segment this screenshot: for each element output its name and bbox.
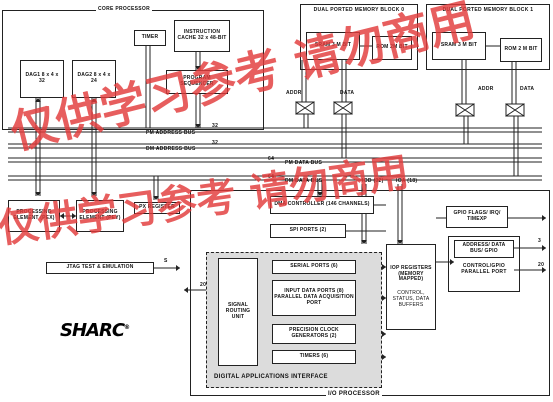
dm-data-bus-label: DM DATA BUS xyxy=(285,178,323,184)
core-processor-title: CORE PROCESSOR xyxy=(96,6,152,12)
ctrl-out-arrow xyxy=(542,267,546,273)
sram-block-0: SRAM 3 M BIT xyxy=(306,32,360,60)
iod-arrow xyxy=(361,240,367,244)
dag1-block: DAG1 8 x 4 x 32 xyxy=(20,60,64,98)
px-register: PX REGISTER xyxy=(134,202,180,214)
iod-bus-label: IOD (32) xyxy=(362,178,384,184)
px-arrow xyxy=(153,196,159,200)
bus-width-32b: 32 xyxy=(212,140,219,146)
mem1-addr-mux xyxy=(455,103,475,117)
dai-iop-arrow-0 xyxy=(382,264,386,270)
memory-block-0-title: DUAL PORTED MEMORY BLOCK 0 xyxy=(313,7,405,13)
rom-block-0: ROM 2M BIT xyxy=(372,36,412,60)
dag2-arrow xyxy=(91,98,97,102)
bus-width-64b: 64 xyxy=(268,174,275,180)
mem1-data-mux-frame xyxy=(505,103,525,117)
dai-title: DIGITAL APPLICATIONS INTERFACE xyxy=(214,374,328,380)
processing-element-x: PROCESSING ELEMENT (PEX) xyxy=(8,200,60,232)
registered-mark: ® xyxy=(124,324,130,331)
iop-registers: IOP REGISTERS (MEMORY MAPPED) CONTROL, S… xyxy=(386,244,436,330)
dai-width-label: 20 xyxy=(200,282,207,288)
rom-block-1: ROM 2 M BIT xyxy=(500,38,542,62)
jtag-block: JTAG TEST & EMULATION xyxy=(46,262,154,274)
addr-width-label: 3 xyxy=(538,238,542,244)
iop-registers-label: IOP REGISTERS (MEMORY MAPPED) CONTROL, S… xyxy=(390,264,432,308)
sram-block-1: SRAM 3 M BIT xyxy=(432,32,486,60)
dm-address-bus-label: DM ADDRESS BUS xyxy=(146,146,196,152)
mem0-data-mux-frame xyxy=(333,101,353,115)
dma-controller: DMA CONTROLLER (146 CHANNELS) xyxy=(270,196,374,214)
spi-ports: SPI PORTS (2) xyxy=(270,224,346,238)
mem0-data-label: DATA xyxy=(340,90,355,96)
memory-block-1-title: DUAL PORTED MEMORY BLOCK 1 xyxy=(442,7,534,13)
address-data-bus-block: ADDRESS/ DATA BUS/ GPIO xyxy=(454,240,514,258)
dma-arrow xyxy=(317,192,323,196)
mem0-addr-label: ADDR xyxy=(286,90,302,96)
bus-width-64a: 64 xyxy=(268,156,275,162)
pe-y-arrow xyxy=(91,192,97,196)
bus-width-32a: 32 xyxy=(212,123,219,129)
pm-address-bus-label: PM ADDRESS BUS xyxy=(146,130,196,136)
dai-iop-arrow-2 xyxy=(382,331,386,337)
memory-block-1-frame xyxy=(426,4,550,70)
gpio-out-arrow xyxy=(542,215,546,221)
dai-iop-arrow-1 xyxy=(382,295,386,301)
signal-routing-unit: SIGNAL ROUTING UNIT xyxy=(218,258,258,366)
addr-out-arrow xyxy=(542,245,546,251)
sharc-logo-text: SHARC xyxy=(60,320,125,341)
precision-clock-generators: PRECISION CLOCK GENERATORS (2) xyxy=(272,324,356,344)
ioa-arrow xyxy=(397,240,403,244)
pe-link-arrow-l xyxy=(60,213,64,219)
dag2-block: DAG2 8 x 4 x 24 xyxy=(72,60,116,98)
mem0-addr-mux xyxy=(295,101,315,115)
control-gpio-parallel-port: CONTROL/GPIO PARALLEL PORT xyxy=(461,263,507,275)
timer-block: TIMER xyxy=(134,30,166,46)
instruction-cache-block: INSTRUCTION CACHE 32 x 48-BIT xyxy=(174,20,230,52)
pe-link-arrow-r xyxy=(72,213,76,219)
gpio-block: GPIO FLAGS/ IRQ/ TIMEXP xyxy=(446,206,508,228)
processing-element-y: PROCESSING ELEMENT (PEY) xyxy=(76,200,124,232)
mem0-data-mux xyxy=(333,101,353,115)
mem1-addr-mux-frame xyxy=(455,103,475,117)
memory-block-0-frame xyxy=(300,4,418,70)
mem1-addr-label: ADDR xyxy=(478,86,494,92)
parallel-port-frame xyxy=(448,236,520,292)
addr-width-20-label: 20 xyxy=(538,262,545,268)
seq-arrow xyxy=(195,66,201,70)
program-sequencer-block: PROGRAM SEQUENCER xyxy=(166,70,228,94)
dai-iop-arrow-3 xyxy=(382,354,386,360)
iop-parallel-arrow xyxy=(450,259,454,265)
dag1-arrow xyxy=(35,98,41,102)
ioa-bus-label: IOA (18) xyxy=(396,178,418,184)
seq-bus-arrow xyxy=(195,124,201,128)
dai-timers: TIMERS (6) xyxy=(272,350,356,364)
mem1-data-label: DATA xyxy=(520,86,535,92)
jtag-arrow xyxy=(176,265,180,271)
pm-data-bus-label: PM DATA BUS xyxy=(285,160,323,166)
sharc-logo: SHARC® xyxy=(60,320,130,341)
serial-ports: SERIAL PORTS (6) xyxy=(272,260,356,274)
jtag-width-label: S xyxy=(164,258,168,264)
io-processor-title: I/O PROCESSOR xyxy=(326,391,382,397)
mem1-data-mux xyxy=(505,103,525,117)
dai-ext-arrow-l xyxy=(184,287,188,293)
input-data-ports: INPUT DATA PORTS (8) PARALLEL DATA ACQUI… xyxy=(272,280,356,316)
pe-x-arrow xyxy=(35,192,41,196)
mem0-addr-mux-frame xyxy=(295,101,315,115)
